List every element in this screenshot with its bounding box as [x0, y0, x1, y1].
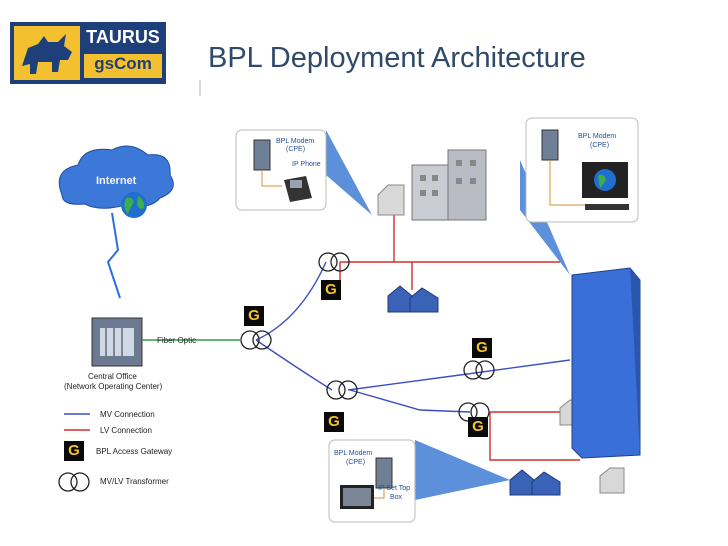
modem-icon — [541, 129, 559, 161]
cable — [261, 170, 282, 187]
device-label-line2: Box — [390, 494, 403, 501]
page-title: BPL Deployment Architecture — [208, 42, 586, 74]
callout-wedge — [415, 440, 510, 500]
modem-label: BPL Modem — [578, 133, 617, 140]
lv-lines — [339, 215, 580, 461]
transformer-icon — [318, 252, 350, 272]
logo-top-text: TAURUS — [86, 27, 160, 47]
legend-transformer-swatch — [58, 472, 90, 492]
house-icon — [377, 184, 405, 216]
central-office-building-icon — [91, 317, 143, 367]
cable — [370, 488, 385, 499]
blue-house-icon — [509, 469, 561, 496]
blue-house-icon — [387, 285, 439, 313]
modem-label-cpe: (CPE) — [286, 146, 306, 153]
modem-label: BPL Modem — [334, 450, 373, 457]
gateway-badge: G — [244, 306, 264, 326]
modem-icon — [253, 139, 271, 171]
fiber-optic-label: Fiber Optic — [157, 336, 197, 345]
taurus-gscom-logo: TAURUS gsCom — [10, 22, 166, 84]
ip-phone-icon — [284, 176, 312, 202]
globe-icon — [121, 192, 147, 218]
transformer-icon — [240, 330, 272, 350]
legend-gateway-label: BPL Access Gateway — [96, 447, 173, 456]
modem-icon — [375, 457, 393, 489]
gateway-badge: G — [468, 417, 488, 437]
callout-wedge — [326, 130, 372, 215]
legend-gateway-swatch: G — [64, 441, 84, 461]
gateway-badge: G — [472, 338, 492, 358]
gateway-badge: G — [321, 280, 341, 300]
device-label: IP Set Top — [378, 485, 411, 492]
cable — [549, 160, 600, 206]
mv-lines — [255, 261, 571, 413]
internet-cloud-icon — [58, 145, 174, 209]
house-icon — [599, 467, 625, 494]
bull-icon — [14, 26, 80, 80]
legend-transformer-label: MV/LV Transformer — [100, 477, 169, 486]
office-building-icon — [411, 149, 487, 221]
legend-lv-label: LV Connection — [100, 426, 152, 435]
modem-label: BPL Modem — [276, 138, 315, 145]
computer-icon — [582, 162, 629, 210]
tv-icon — [340, 485, 374, 509]
transformer-icon — [463, 360, 495, 380]
internet-label: Internet — [96, 175, 137, 187]
gateway-badge: G — [324, 412, 344, 432]
skyscraper-icon — [571, 267, 641, 459]
wireless-link — [106, 212, 121, 299]
central-office-sublabel: (Network Operating Center) — [64, 382, 163, 391]
legend-mv-label: MV Connection — [100, 410, 155, 419]
logo-bottom-text: gsCom — [84, 54, 162, 78]
transformer-icon — [326, 380, 358, 400]
central-office-label: Central Office — [88, 372, 137, 381]
modem-label-cpe: (CPE) — [346, 459, 366, 466]
modem-label-cpe: (CPE) — [590, 142, 610, 149]
device-label: IP Phone — [292, 161, 321, 168]
